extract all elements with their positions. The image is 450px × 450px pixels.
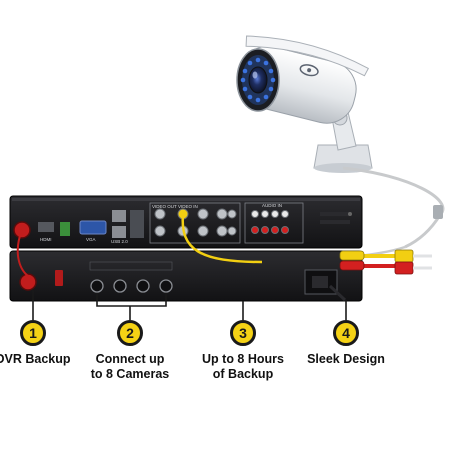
feature-number-badge: 4 bbox=[333, 320, 359, 346]
feature-sleek-design: 4 Sleek Design bbox=[281, 320, 411, 367]
feature-label-line: to 8 Cameras bbox=[90, 367, 170, 381]
feature-label: Connect up to 8 Cameras bbox=[65, 352, 195, 382]
dvr-backup-unit bbox=[9, 250, 363, 302]
hdmi-label: HDMI bbox=[40, 237, 52, 242]
audio-in-label: AUDIO IN bbox=[262, 203, 282, 208]
av-connector-cables bbox=[16, 213, 432, 277]
feature-label-line: Sleek Design bbox=[307, 352, 385, 366]
feature-label: DVR Backup bbox=[0, 352, 98, 367]
video-out-label: VIDEO OUT bbox=[152, 204, 177, 209]
vga-label: VGA bbox=[86, 237, 96, 242]
feature-label-line: Connect up bbox=[95, 352, 165, 366]
camera-icon bbox=[236, 35, 373, 173]
feature-label: Sleek Design bbox=[281, 352, 411, 367]
feature-label-line: of Backup bbox=[212, 367, 274, 381]
dvr-icon: HDMI VGA USB 2.0 VIDEO OUT VIDEO IN AUDI… bbox=[9, 195, 363, 249]
feature-label: Up to 8 Hours of Backup bbox=[178, 352, 308, 382]
feature-label-line: Up to 8 Hours bbox=[202, 352, 284, 366]
feature-hours-backup: 3 Up to 8 Hours of Backup bbox=[178, 320, 308, 382]
feature-label-line: DVR Backup bbox=[0, 352, 71, 366]
feature-dvr-backup: 1 DVR Backup bbox=[0, 320, 98, 367]
feature-number-badge: 2 bbox=[117, 320, 143, 346]
feature-number-badge: 3 bbox=[230, 320, 256, 346]
feature-connect-cameras: 2 Connect up to 8 Cameras bbox=[65, 320, 195, 382]
usb-label: USB 2.0 bbox=[111, 239, 128, 244]
video-in-label: VIDEO IN bbox=[178, 204, 198, 209]
feature-number-badge: 1 bbox=[20, 320, 46, 346]
callout-lines bbox=[32, 290, 347, 320]
